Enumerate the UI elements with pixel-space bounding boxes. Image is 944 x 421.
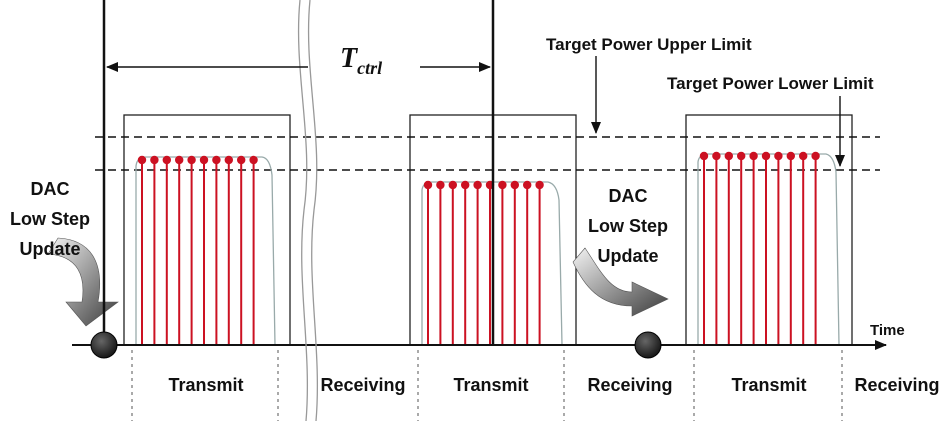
pulse-dot [749, 151, 758, 161]
tctrl-label: Tctrl [340, 43, 382, 78]
axis-break-mark [307, 0, 318, 421]
phase-label: Transmit [453, 375, 528, 395]
svg-text:DAC: DAC [609, 186, 648, 206]
dac-label-right: DAC Low Step Update [588, 186, 668, 266]
pulse-dot [811, 151, 820, 161]
phase-label: Receiving [587, 375, 672, 395]
pulse-dot [224, 155, 233, 165]
dac-update-marker [90, 331, 118, 359]
lower-limit-label: Target Power Lower Limit [667, 74, 874, 93]
pulse-dot [187, 155, 196, 165]
pulse-dot [498, 180, 507, 190]
pulse-dot [423, 180, 433, 190]
tx-window-1 [123, 114, 291, 346]
pulse-dot [137, 155, 147, 165]
pulse-dot [761, 151, 771, 161]
pulse-dot [237, 155, 246, 165]
pulse-group [137, 151, 820, 345]
pulse-dot [199, 155, 209, 165]
pulse-dot [473, 180, 482, 190]
pulse-dot [786, 151, 795, 161]
phase-label: Transmit [731, 375, 806, 395]
pulse-dot [712, 151, 721, 161]
svg-text:Low Step: Low Step [588, 216, 668, 236]
svg-text:Update: Update [19, 239, 80, 259]
pulse-dot [461, 180, 470, 190]
phase-label: Receiving [854, 375, 939, 395]
pulse-dot [774, 151, 783, 161]
pulse-dot [535, 180, 544, 190]
axis-break-mark [297, 0, 308, 421]
dac-arrow-right [572, 247, 669, 317]
pulse-dot [212, 155, 221, 165]
pulse-dot [436, 180, 445, 190]
pulse-dot [799, 151, 808, 161]
pulse-dot [150, 155, 159, 165]
pulse-dot [175, 155, 184, 165]
upper-limit-label: Target Power Upper Limit [546, 35, 752, 54]
svg-text:Update: Update [597, 246, 658, 266]
pulse-dot [249, 155, 258, 165]
dac-label-left: DAC Low Step Update [10, 179, 90, 259]
dac-arrow-left [47, 237, 119, 327]
tx-window-3 [685, 114, 853, 346]
svg-text:DAC: DAC [31, 179, 70, 199]
pulse-dot [510, 180, 519, 190]
phase-label: Transmit [168, 375, 243, 395]
pulse-dot [162, 155, 171, 165]
pulse-dot [699, 151, 709, 161]
svg-text:Low Step: Low Step [10, 209, 90, 229]
time-label: Time [870, 322, 905, 339]
pulse-dot [724, 151, 733, 161]
phase-label: Receiving [320, 375, 405, 395]
pulse-dot [448, 180, 457, 190]
burst-envelope-3 [697, 153, 840, 346]
dac-update-marker [634, 331, 662, 359]
pulse-dot [737, 151, 746, 161]
pulse-dot [523, 180, 532, 190]
